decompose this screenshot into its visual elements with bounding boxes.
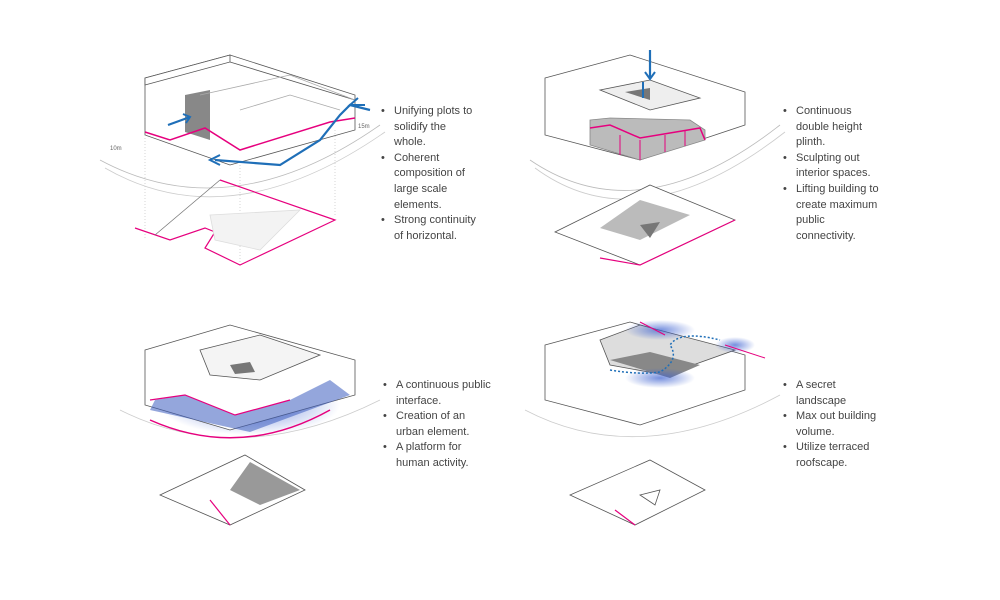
panel-interface-notes: A continuous public interface. Creation …: [382, 378, 492, 472]
note-item: A secret landscape: [782, 378, 882, 409]
panel-landscape-notes: A secret landscape Max out building volu…: [782, 378, 882, 472]
site-outline: [134, 179, 337, 266]
plinth-line: [149, 394, 291, 416]
dimension-label-15m: 15m: [358, 124, 370, 130]
note-item: Unifying plots to solidify the whole.: [380, 104, 480, 151]
note-item: A platform for human activity.: [382, 440, 492, 471]
panel-unify-diagram: 10m 15m: [99, 54, 386, 266]
dimension-label-10m: 10m: [110, 146, 122, 152]
note-item: A continuous public interface.: [382, 378, 492, 409]
plinth-line: [589, 124, 706, 141]
panel-unify-notes: Unifying plots to solidify the whole. Co…: [380, 104, 480, 244]
note-item: Continuous double height plinth.: [782, 104, 882, 151]
note-item: Strong continuity of horizontal.: [380, 213, 480, 244]
panel-plinth-notes: Continuous double height plinth. Sculpti…: [782, 104, 882, 244]
ground-arc: [99, 124, 381, 189]
panel-plinth-diagram: [529, 50, 786, 266]
curved-arrow: [149, 409, 331, 439]
note-item: Sculpting out interior spaces.: [782, 151, 882, 182]
note-item: Utilize terraced roofscape.: [782, 440, 882, 471]
panel-landscape-diagram: [524, 320, 781, 526]
site-outline: [569, 459, 706, 526]
roof-path: [609, 335, 721, 374]
panel-interface-diagram: [119, 324, 381, 526]
note-item: Creation of an urban element.: [382, 409, 492, 440]
note-item: Lifting building to create maximum publi…: [782, 182, 882, 244]
note-item: Max out building volume.: [782, 409, 882, 440]
note-item: Coherent composition of large scale elem…: [380, 151, 480, 213]
